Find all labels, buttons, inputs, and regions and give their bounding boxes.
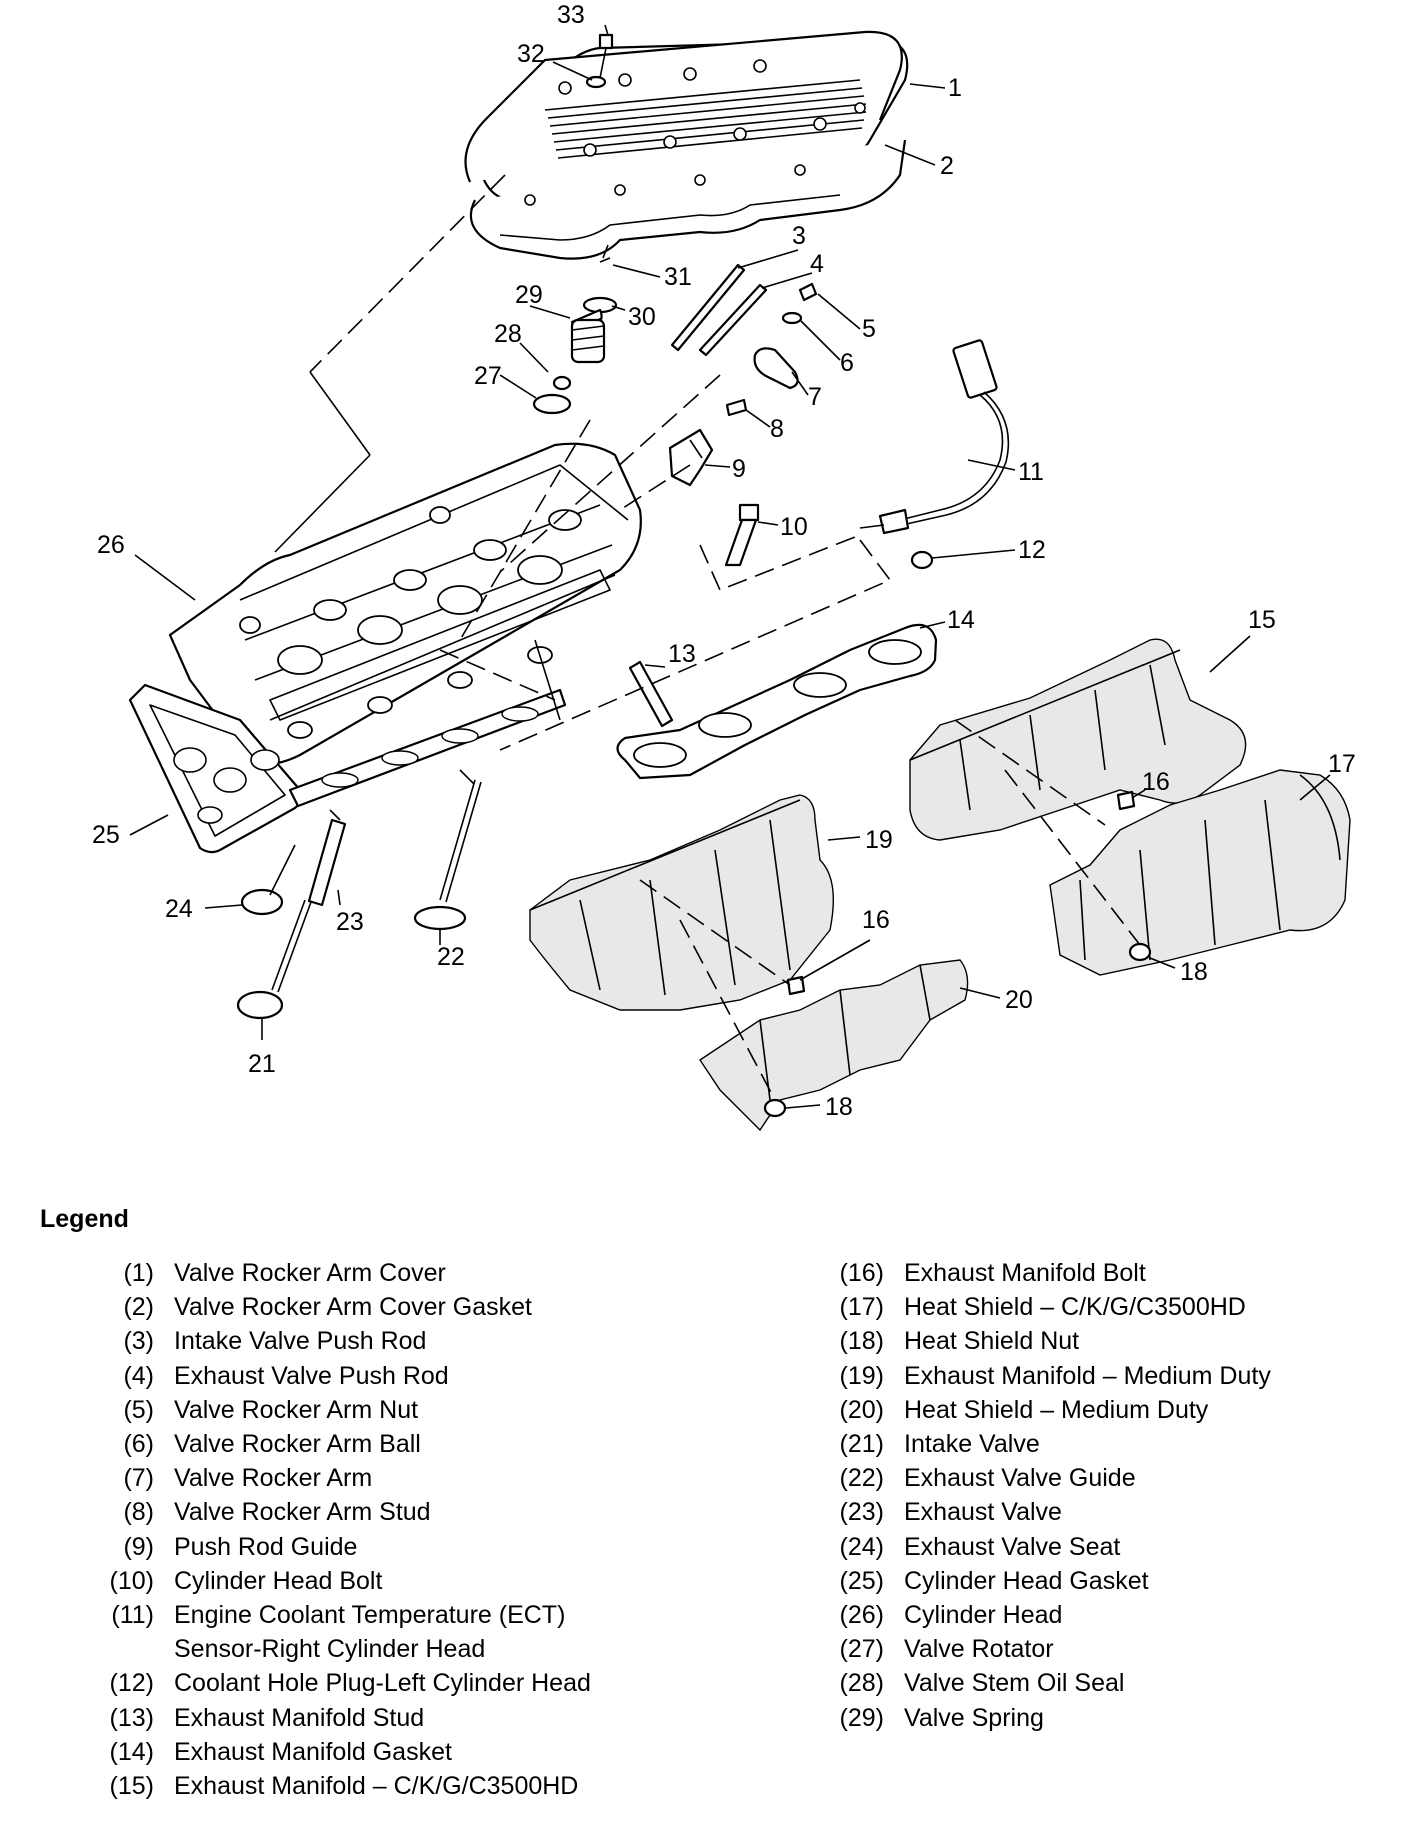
- legend-item-13: (13)Exhaust Manifold Stud: [109, 1703, 425, 1732]
- legend-item-1: (1)Valve Rocker Arm Cover: [123, 1259, 446, 1287]
- callout-30: 30: [628, 303, 656, 331]
- callout-3: 3: [792, 222, 806, 250]
- callout-27: 27: [474, 362, 502, 390]
- callout-23: 21: [248, 1050, 276, 1078]
- callout-29: 29: [515, 281, 543, 309]
- exhaust-valve: [236, 899, 312, 1020]
- assembly-guide-lines: [269, 174, 1141, 1101]
- legend-item-17: (17)Heat Shield – C/K/G/C3500HD: [839, 1293, 1246, 1322]
- callout-22: 23: [336, 908, 364, 936]
- callout-26: 26: [97, 531, 125, 559]
- legend-item-11: (11)Engine Coolant Temperature (ECT)Sens…: [111, 1601, 566, 1664]
- callout-24: 24: [165, 895, 193, 923]
- exploded-view-diagram: 33 32 1 2 3 4 31 29 30 5 28 6 27 7 8 11 …: [92, 1, 1356, 1132]
- callout-33: 33: [557, 1, 585, 29]
- callout-16b: 16: [862, 906, 890, 934]
- callout-1: 1: [948, 74, 962, 102]
- legend-item-2: (2)Valve Rocker Arm Cover Gasket: [123, 1293, 532, 1322]
- callout-labels: 33 32 1 2 3 4 31 29 30 5 28 6 27 7 8 11 …: [92, 1, 1356, 1121]
- exhaust-valve-seat: [240, 888, 284, 916]
- callout-28: 28: [494, 320, 522, 348]
- exhaust-manifold-ck: [909, 638, 1247, 841]
- callout-5: 5: [862, 315, 876, 343]
- legend-right-column: (16)Exhaust Manifold Bolt (17)Heat Shiel…: [816, 1256, 1408, 1735]
- callout-21: 22: [437, 943, 465, 971]
- exhaust-manifold-stud: [628, 660, 674, 728]
- legend-item-7: (7)Valve Rocker Arm: [123, 1464, 373, 1493]
- legend-item-18: (18)Heat Shield Nut: [839, 1327, 1080, 1356]
- heat-shield-ck: [1049, 769, 1351, 976]
- callout-8: 8: [770, 415, 784, 443]
- legend-item-21: (21)Intake Valve: [839, 1430, 1040, 1459]
- callout-20: 20: [1005, 986, 1033, 1014]
- legend-left-column: (1)Valve Rocker Arm Cover (2)Valve Rocke…: [86, 1256, 654, 1803]
- legend-item-9: (9)Push Rod Guide: [123, 1532, 358, 1561]
- legend-item-6: (6)Valve Rocker Arm Ball: [123, 1430, 421, 1459]
- legend-item-23: (23)Exhaust Valve: [839, 1498, 1062, 1527]
- cylinder-head: [168, 442, 642, 766]
- legend-item-25: (25)Cylinder Head Gasket: [839, 1566, 1149, 1595]
- coolant-hole-plug: [910, 550, 934, 570]
- callout-7: 7: [808, 383, 822, 411]
- callout-18a: 18: [1180, 958, 1208, 986]
- legend-item-12: (12)Coolant Hole Plug-Left Cylinder Head: [109, 1669, 591, 1698]
- legend-item-16: (16)Exhaust Manifold Bolt: [839, 1259, 1146, 1287]
- legend-item-11-line-1: Engine Coolant Temperature (ECT): [174, 1601, 566, 1630]
- callout-17: 17: [1328, 750, 1356, 778]
- legend-item-26: (26)Cylinder Head: [839, 1601, 1063, 1630]
- legend-item-29: (29)Valve Spring: [839, 1703, 1044, 1732]
- callout-25: 25: [92, 821, 120, 849]
- cylinder-head-bolt: [724, 503, 760, 567]
- ect-sensor: [859, 339, 1010, 535]
- legend-item-22: (22)Exhaust Valve Guide: [839, 1464, 1136, 1493]
- legend-item-8: (8)Valve Rocker Arm Stud: [123, 1498, 431, 1527]
- callout-4: 4: [810, 250, 824, 278]
- callout-9: 9: [732, 455, 746, 483]
- legend-item-24: (24)Exhaust Valve Seat: [839, 1532, 1121, 1561]
- exhaust-manifold-gasket: [616, 623, 938, 780]
- callout-2: 2: [940, 152, 954, 180]
- callout-15: 15: [1248, 606, 1276, 634]
- intake-valve: [413, 779, 482, 931]
- exhaust-manifold-md: [529, 794, 835, 1011]
- callout-31: 31: [664, 263, 692, 291]
- legend-item-19: (19)Exhaust Manifold – Medium Duty: [839, 1361, 1271, 1390]
- callout-14: 14: [947, 606, 975, 634]
- legend-item-27: (27)Valve Rotator: [839, 1635, 1054, 1664]
- callout-10: 10: [780, 513, 808, 541]
- exhaust-valve-guide: [307, 818, 347, 907]
- legend-title: Legend: [40, 1205, 129, 1233]
- valve-spring-stack: [532, 244, 618, 415]
- heat-shield-md: [699, 959, 969, 1132]
- legend-item-20: (20)Heat Shield – Medium Duty: [839, 1395, 1209, 1424]
- callout-32: 32: [517, 40, 545, 68]
- callout-6: 6: [840, 349, 854, 377]
- legend-item-15: (15)Exhaust Manifold – C/K/G/C3500HD: [109, 1772, 579, 1801]
- legend-item-10: (10)Cylinder Head Bolt: [109, 1566, 383, 1595]
- callout-19: 19: [865, 826, 893, 854]
- legend-item-5: (5)Valve Rocker Arm Nut: [123, 1395, 419, 1424]
- callout-leaders: [129, 24, 1331, 1109]
- callout-12: 12: [1018, 536, 1046, 564]
- callout-16a: 16: [1142, 768, 1170, 796]
- legend-item-28: (28)Valve Stem Oil Seal: [839, 1669, 1125, 1698]
- cylinder-head-gasket: [128, 683, 567, 854]
- callout-18b: 18: [825, 1093, 853, 1121]
- legend-item-4: (4)Exhaust Valve Push Rod: [123, 1361, 449, 1390]
- callout-13: 13: [668, 640, 696, 668]
- legend-item-11-line-2: Sensor-Right Cylinder Head: [174, 1635, 486, 1664]
- push-rods: [670, 263, 768, 357]
- callout-11: 11: [1018, 458, 1044, 486]
- legend-item-14: (14)Exhaust Manifold Gasket: [109, 1737, 452, 1766]
- legend-item-3: (3)Intake Valve Push Rod: [123, 1327, 427, 1356]
